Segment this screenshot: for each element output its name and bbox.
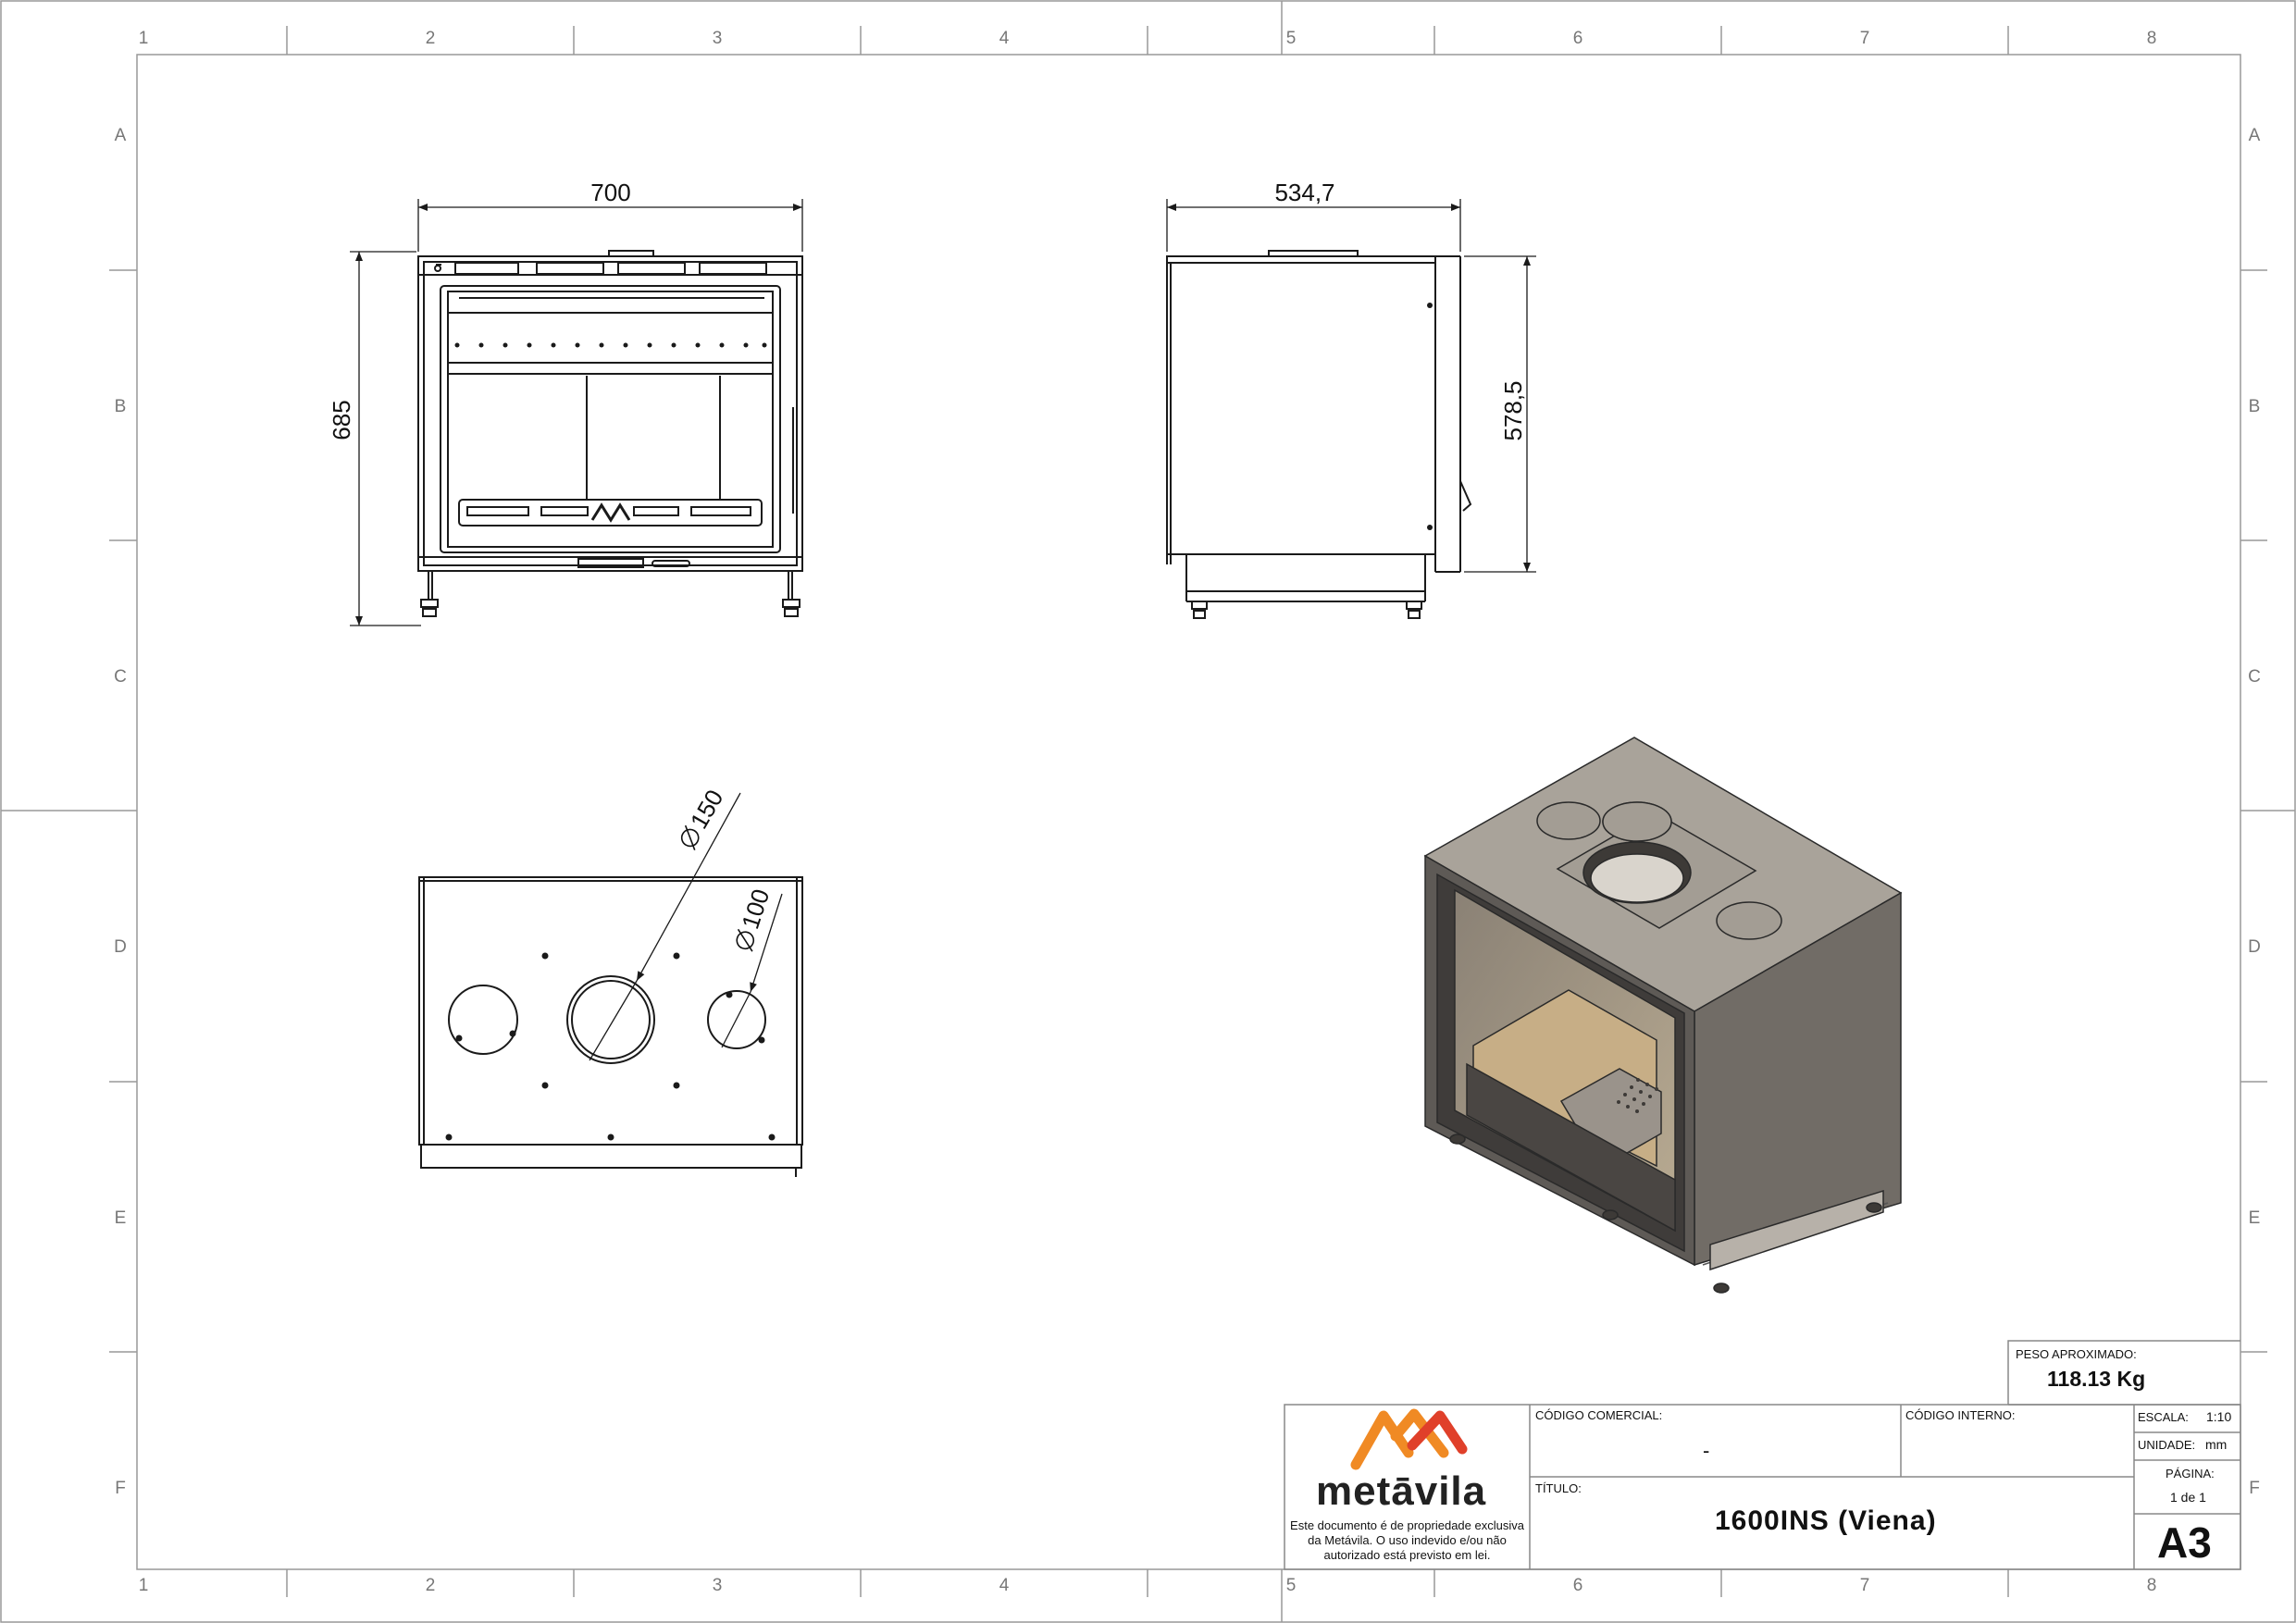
col-label-top-6: 6 (1573, 29, 1583, 48)
col-label-bottom-3: 3 (713, 1576, 723, 1595)
col-label-top-8: 8 (2147, 29, 2157, 48)
title-label: TÍTULO: (1535, 1481, 1582, 1495)
scale-label: ESCALA: (2138, 1410, 2189, 1424)
front-width-dimension (417, 199, 803, 252)
top-view (418, 876, 803, 1177)
zone-labels: 1 2 3 4 5 6 7 8 1 2 3 4 5 6 7 8 A B C D … (114, 29, 2261, 1595)
side-depth-value: 534,7 (1274, 179, 1334, 206)
weight-label: PESO APROXIMADO: (2016, 1347, 2137, 1361)
top-view-bolts (445, 952, 776, 1141)
col-label-top-4: 4 (999, 29, 1010, 48)
col-label-bottom-8: 8 (2147, 1576, 2157, 1595)
side-height-dimension (1464, 255, 1536, 573)
weight-value: 118.13 Kg (2047, 1367, 2146, 1391)
row-label-right-e: E (2249, 1208, 2261, 1228)
col-label-top-5: 5 (1286, 29, 1297, 48)
front-width-value: 700 (590, 179, 630, 206)
side-depth-dimension (1166, 199, 1461, 252)
col-label-top-1: 1 (139, 29, 149, 48)
unit-label: UNIDADE: (2138, 1438, 2196, 1452)
ownership-notice: Este documento é de propriedade exclusiv… (1285, 1518, 1530, 1563)
metavila-logo-icon (1350, 1408, 1468, 1470)
top-small-diameter-value: 100 (736, 886, 775, 933)
title-block-lines (1284, 1340, 2241, 1570)
iso-base (1709, 1189, 1884, 1271)
row-label-right-b: B (2249, 397, 2261, 416)
col-label-bottom-4: 4 (999, 1576, 1010, 1595)
diameter-leaders (589, 792, 783, 1061)
notice-line-2: da Metávila. O uso indevido e/ou não (1308, 1533, 1507, 1547)
row-label-left-e: E (115, 1208, 127, 1228)
notice-line-3: autorizado está previsto em lei. (1323, 1548, 1491, 1562)
front-vent-holes (454, 342, 767, 348)
isometric-view (1423, 737, 1903, 1294)
row-label-right-f: F (2249, 1479, 2260, 1498)
diameter-symbol-icon (736, 931, 755, 950)
front-view (417, 250, 803, 617)
notice-line-1: Este documento é de propriedade exclusiv… (1290, 1518, 1524, 1532)
page-label: PÁGINA: (2166, 1467, 2215, 1481)
side-view (1166, 250, 1472, 619)
diameter-150-label: 150 (680, 785, 728, 850)
sheet-size: A3 (2157, 1518, 2212, 1567)
front-height-value: 685 (328, 400, 355, 440)
col-label-bottom-6: 6 (1573, 1576, 1583, 1595)
row-label-right-a: A (2249, 126, 2261, 145)
col-label-top-3: 3 (713, 29, 723, 48)
row-label-left-f: F (115, 1479, 126, 1498)
col-label-top-7: 7 (1860, 29, 1870, 48)
page-value: 1 de 1 (2170, 1490, 2206, 1505)
brand-name: metāvila (1316, 1468, 1487, 1514)
iso-air-bar (1466, 1062, 1676, 1233)
row-label-left-c: C (114, 667, 127, 687)
iso-grate-holes (1617, 1078, 1658, 1113)
unit-value: mm (2205, 1437, 2228, 1452)
col-label-top-2: 2 (426, 29, 436, 48)
side-view-dots (1427, 303, 1433, 530)
internal-code-label: CÓDIGO INTERNO: (1905, 1408, 2016, 1422)
scale-value: 1:10 (2206, 1409, 2232, 1424)
col-label-bottom-7: 7 (1860, 1576, 1870, 1595)
row-label-left-a: A (115, 126, 127, 145)
diameter-symbol-icon (680, 828, 700, 848)
row-label-right-d: D (2248, 937, 2261, 957)
commercial-code-value: - (1703, 1439, 1710, 1462)
front-height-dimension (350, 251, 421, 626)
diameter-100-label: 100 (736, 886, 775, 952)
side-height-value: 578,5 (1499, 380, 1527, 440)
commercial-code-label: CÓDIGO COMERCIAL: (1535, 1408, 1663, 1422)
drawing-title: 1600INS (Viena) (1715, 1505, 1937, 1536)
col-label-bottom-1: 1 (139, 1576, 149, 1595)
row-label-left-b: B (115, 397, 127, 416)
col-label-bottom-5: 5 (1286, 1576, 1297, 1595)
row-label-left-d: D (114, 937, 127, 957)
row-label-right-c: C (2248, 667, 2261, 687)
col-label-bottom-2: 2 (426, 1576, 436, 1595)
